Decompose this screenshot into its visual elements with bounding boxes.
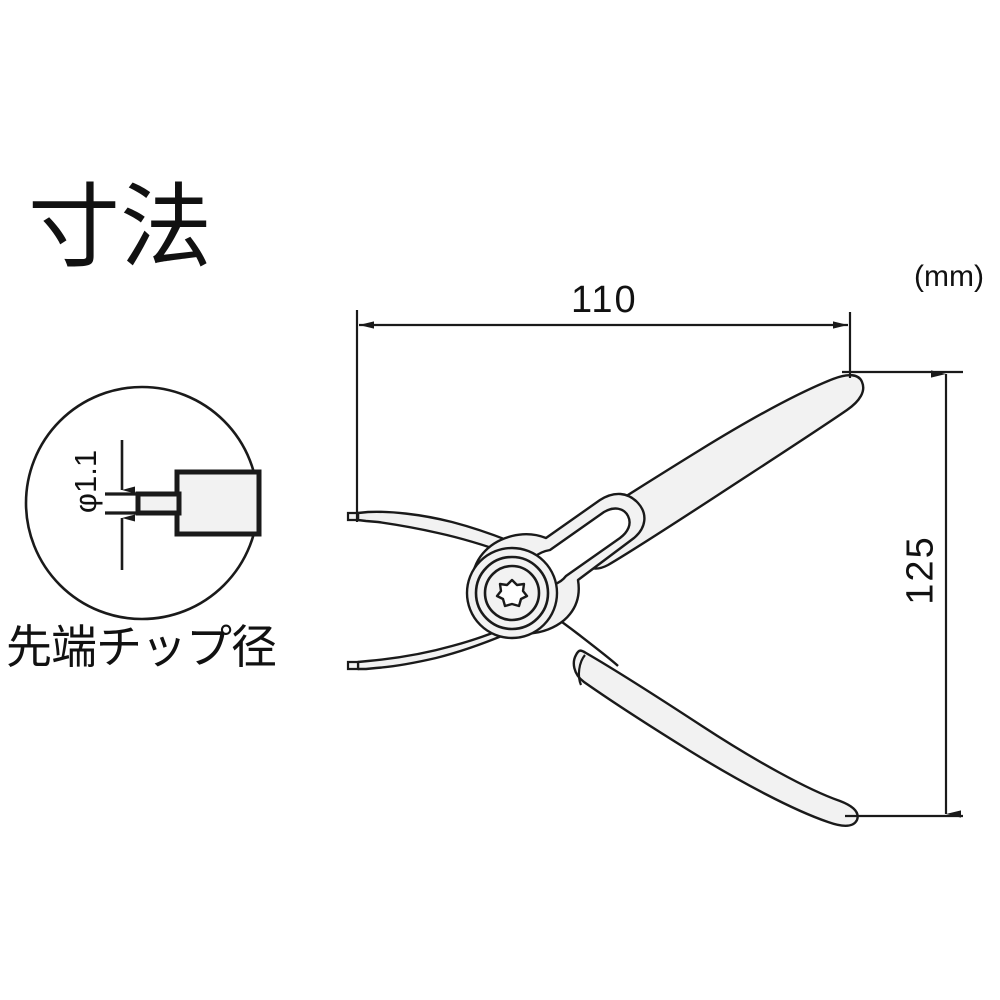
dimension-value-overall-height: 125 [899,535,942,605]
pliers-illustration [346,374,865,828]
lower-handle-collar [577,654,586,686]
page-title: 寸法 [28,174,213,281]
upper-handle [578,374,865,570]
tip-pin-lower [346,660,360,671]
detail-tip-pin [135,491,182,516]
detail-shank-body [174,469,262,537]
lower-handle [572,649,859,828]
detail-view-caption: 先端チップ径 [6,620,277,674]
unit-label: (mm) [914,260,984,293]
dimension-value-tip-diameter: φ1.1 [68,449,104,514]
detail-bubble-tip-diameter [24,385,262,621]
dimension-horizontal-110 [355,310,852,522]
dimension-vertical-125 [842,370,963,818]
dimension-value-overall-width: 110 [571,279,638,321]
torx-screw-socket [495,578,529,608]
